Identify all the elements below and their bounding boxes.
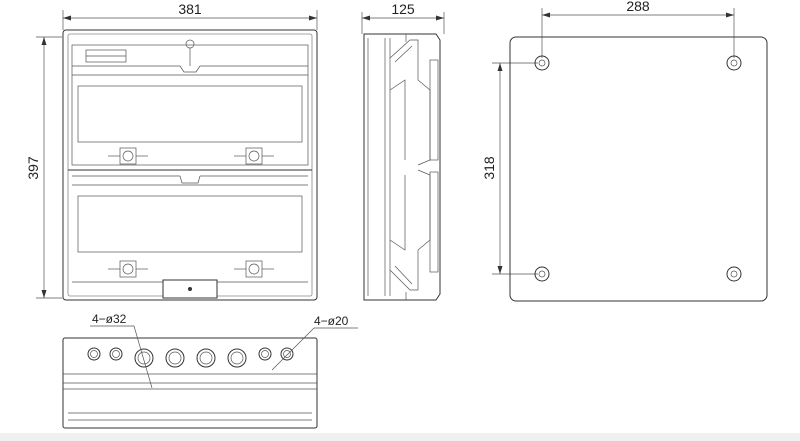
side-depth-dimension: 125	[361, 1, 445, 34]
large-knockouts-label: 4−ø32	[92, 312, 127, 326]
back-view: 288 318	[481, 0, 768, 302]
front-height-dimension: 397	[25, 36, 62, 299]
bottom-border-strip	[0, 433, 800, 441]
knockout-small-1	[87, 347, 101, 361]
front-width-label: 381	[178, 1, 202, 17]
side-view: 125	[361, 1, 445, 301]
mounting-hole-top-left	[534, 55, 550, 71]
knockout-small-4	[280, 347, 294, 361]
back-horizontal-hole-dimension: 288	[541, 0, 735, 58]
knockout-large-4	[227, 348, 247, 368]
large-knockout-callout: 4−ø32	[90, 312, 153, 389]
mounting-hole-bottom-right	[726, 266, 742, 282]
knockout-small-3	[258, 347, 272, 361]
mounting-hole-top-right	[726, 55, 742, 71]
front-clip-top-left	[108, 147, 148, 165]
mounting-hole-bottom-left	[534, 266, 550, 282]
front-height-label: 397	[25, 156, 41, 180]
knockout-small-2	[109, 347, 123, 361]
back-hole-spacing-y-label: 318	[481, 156, 497, 180]
back-hole-spacing-x-label: 288	[626, 0, 650, 14]
small-knockout-callout: 4−ø20	[271, 314, 358, 371]
knockout-large-3	[196, 348, 216, 368]
bottom-view: 4−ø32 4−ø20	[62, 312, 358, 429]
knockout-large-1	[134, 348, 154, 368]
knockout-large-2	[165, 348, 185, 368]
back-vertical-hole-dimension: 318	[481, 62, 538, 275]
front-clip-bottom-left	[108, 260, 148, 278]
small-knockouts-label: 4−ø20	[314, 314, 349, 328]
front-width-dimension: 381	[62, 1, 318, 30]
front-clip-top-right	[234, 147, 274, 165]
front-clip-bottom-right	[234, 260, 274, 278]
side-depth-label: 125	[391, 1, 415, 17]
front-view: 381 397	[25, 1, 318, 301]
